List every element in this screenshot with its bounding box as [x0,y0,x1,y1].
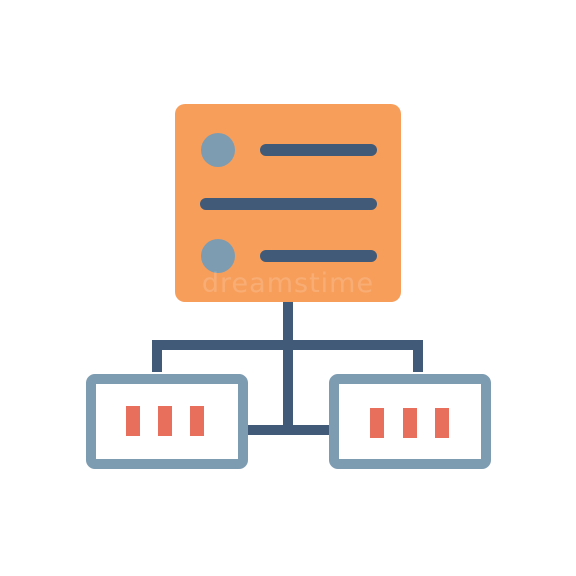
status-indicator [158,406,172,436]
status-indicator [126,406,140,436]
status-indicator [190,406,204,436]
status-indicator [435,408,449,438]
trunk-connector [245,300,293,435]
status-indicator [370,408,384,438]
server-panel [175,104,401,302]
connector-lines [152,300,423,435]
branch-bar-connector [152,340,423,372]
list-bullet-icon [201,133,235,167]
network-node-left [86,374,248,469]
status-indicator [403,408,417,438]
network-node-right [329,374,491,469]
list-bullet-icon [201,239,235,273]
